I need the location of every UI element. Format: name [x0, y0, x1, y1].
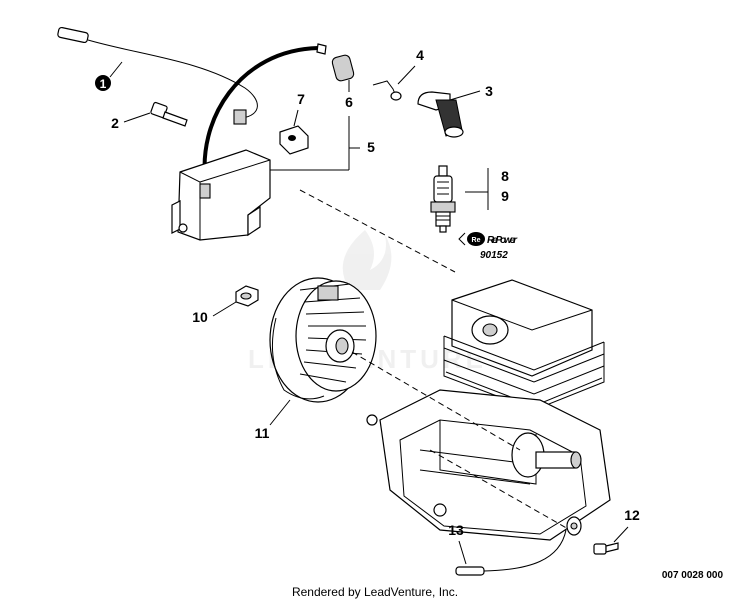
diagram-code: 007 0028 000	[662, 570, 724, 581]
callout-8: 8	[501, 168, 509, 184]
leader-13	[458, 540, 467, 565]
callout-1-bubble	[95, 75, 111, 91]
svg-text:Re: Re	[472, 237, 481, 244]
part-4-spring-clip[interactable]	[372, 80, 402, 101]
assembly-line-flywheel	[351, 351, 521, 451]
repower-logo: Re RePower 90152	[458, 232, 518, 261]
part-6-boot-tube[interactable]	[331, 54, 355, 82]
engine-block	[366, 279, 611, 541]
leader-4	[397, 65, 416, 85]
part-10-nut[interactable]	[235, 285, 259, 307]
callout-12: 12	[624, 507, 640, 523]
leader-2	[123, 112, 151, 123]
callout-13: 13	[448, 522, 464, 538]
callout-4: 4	[416, 47, 424, 63]
part-8-9-spark-plug[interactable]	[430, 165, 456, 233]
callout-7: 7	[297, 91, 305, 107]
part-2-screw[interactable]	[150, 101, 188, 127]
callout-2: 2	[111, 115, 119, 131]
leader-11	[269, 399, 291, 426]
part-13-ground-wire[interactable]	[455, 516, 582, 576]
leader-10	[212, 301, 237, 317]
callout-1: 1	[100, 77, 107, 91]
leader-3	[449, 90, 481, 101]
part-1-kill-wire[interactable]	[57, 26, 258, 125]
repower-text: RePower	[487, 235, 518, 246]
part-3-plug-cap[interactable]	[417, 91, 464, 138]
repower-part-number: 90152	[480, 250, 508, 261]
leader-7	[293, 109, 299, 127]
callout-11: 11	[255, 425, 270, 441]
part-11-flywheel[interactable]	[269, 277, 377, 403]
callout-9: 9	[501, 188, 509, 204]
part-7-grommet[interactable]	[279, 125, 309, 155]
callout-3: 3	[485, 83, 493, 99]
footer-credit: Rendered by LeadVenture, Inc.	[292, 585, 458, 599]
part-5-ignition-coil[interactable]	[171, 43, 327, 241]
callout-5: 5	[367, 139, 375, 155]
leader-12	[613, 526, 629, 543]
callout-10: 10	[192, 309, 208, 325]
part-12-screw[interactable]	[593, 542, 619, 555]
assembly-line-ground	[429, 449, 571, 531]
leader-1	[109, 61, 123, 78]
callout-6: 6	[345, 94, 353, 110]
